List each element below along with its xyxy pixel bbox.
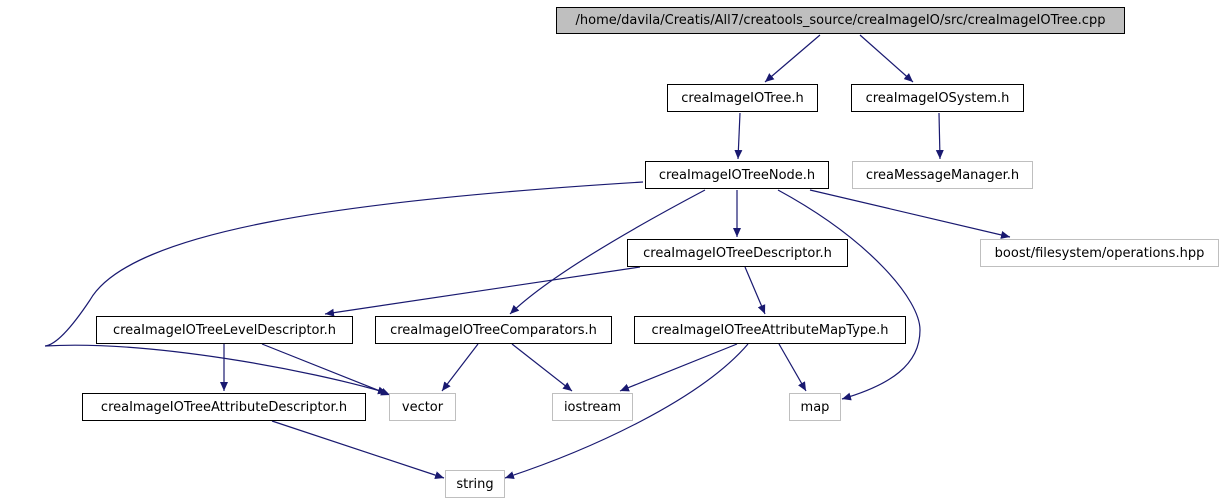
edge-comparators_h-to-vector: [441, 343, 479, 392]
node-creaImageIOTreeDescriptor-h[interactable]: creaImageIOTreeDescriptor.h: [627, 239, 848, 267]
node-map: map: [789, 393, 841, 421]
node-creaImageIOTreeComparators-h[interactable]: creaImageIOTreeComparators.h: [375, 316, 612, 344]
node-vector: vector: [389, 393, 456, 421]
edge-tree_h-to-treenode_h: [734, 112, 743, 160]
node-creaImageIOTree-cpp: /home/davila/Creatis/All7/creatools_sour…: [556, 7, 1125, 34]
edge-treenode_h-to-boost_operations: [809, 189, 1011, 239]
edge-treenode_h-to-vector: [44, 181, 644, 395]
node-iostream: iostream: [552, 393, 633, 421]
node-creaMessageManager-h: creaMessageManager.h: [852, 161, 1033, 189]
edge-root-to-system_h: [859, 34, 914, 83]
edge-system_h-to-messagemanager_h: [935, 112, 944, 160]
edge-attributemaptype_h-to-iostream: [619, 343, 738, 392]
edge-comparators_h-to-iostream: [511, 343, 573, 392]
edge-treenode_h-to-map: [777, 189, 921, 401]
edge-attributedescriptor_h-to-string: [271, 420, 445, 479]
edge-treedescriptor_h-to-attributemaptype_h: [744, 266, 766, 315]
node-creaImageIOTreeAttributeDescriptor-h[interactable]: creaImageIOTreeAttributeDescriptor.h: [82, 393, 366, 421]
node-string: string: [445, 470, 505, 498]
edge-attributemaptype_h-to-string: [504, 343, 749, 479]
node-boost-filesystem-operations-hpp: boost/filesystem/operations.hpp: [980, 239, 1219, 267]
edge-leveldescriptor_h-to-vector: [261, 343, 391, 396]
edge-treedescriptor_h-to-leveldescriptor_h: [324, 266, 641, 317]
node-creaImageIOTreeLevelDescriptor-h[interactable]: creaImageIOTreeLevelDescriptor.h: [96, 316, 353, 344]
edge-treenode_h-to-comparators_h: [509, 189, 706, 315]
node-creaImageIOTreeNode-h[interactable]: creaImageIOTreeNode.h: [645, 161, 829, 189]
node-creaImageIOTreeAttributeMapType-h[interactable]: creaImageIOTreeAttributeMapType.h: [634, 316, 906, 344]
node-creaImageIOTree-h[interactable]: creaImageIOTree.h: [667, 84, 818, 112]
edge-attributemaptype_h-to-map: [778, 343, 807, 392]
node-creaImageIOSystem-h[interactable]: creaImageIOSystem.h: [851, 84, 1024, 112]
edge-root-to-tree_h: [764, 34, 821, 83]
